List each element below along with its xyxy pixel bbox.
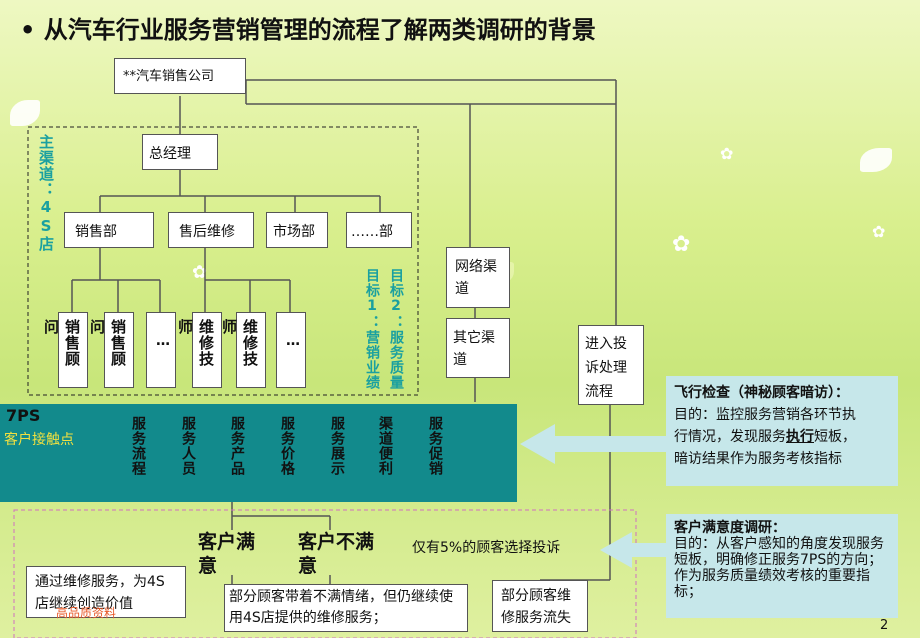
- ps7-title: 7PS: [6, 406, 41, 425]
- staff-tech-1: 维修技师: [176, 312, 222, 388]
- dept-other: ……部: [346, 212, 412, 248]
- ps7-subtitle: 客户接触点: [4, 432, 74, 448]
- ps7-item: 服务促销: [427, 416, 443, 476]
- page-number: 2: [880, 618, 889, 633]
- staff-sales-1: 销售顾问: [42, 312, 88, 388]
- audit-info-box: 飞行检查（神秘顾客暗访）： 目的：监控服务营销各环节执 行情况，发现服务执行短板…: [666, 376, 898, 486]
- survey-body: 目的：从客户感知的角度发现服务短板，明确修正服务7PS的方向；作为服务质量绩效考…: [674, 536, 884, 600]
- dept-service-label: 售后维修: [179, 224, 235, 240]
- staff-sales-more: …: [146, 312, 176, 388]
- survey-arrow: [600, 532, 666, 568]
- main-channel-label: 主渠道：4S店: [37, 134, 55, 252]
- complaint-label: 进入投诉处理流程: [585, 336, 627, 400]
- ps7-item: 服务流程: [130, 416, 146, 476]
- staff-sales-2: 销售顾问: [88, 312, 134, 388]
- page-title: • 从汽车行业服务营销管理的流程了解两类调研的背景: [20, 16, 596, 44]
- goal-2: 目标2：服务质量: [388, 268, 404, 390]
- flower-decoration: ✿: [720, 144, 734, 163]
- online-channel-box: 网络渠道: [446, 247, 510, 308]
- lost-box: 部分顾客维修服务流失: [492, 580, 588, 632]
- staff-tech-more: …: [276, 312, 306, 388]
- goal-1: 目标1：营销业绩: [364, 268, 380, 390]
- customer-unsatisfied: 客户不满意: [298, 531, 375, 577]
- dept-marketing: 市场部: [266, 212, 328, 248]
- survey-title: 客户满意度调研：: [674, 520, 786, 536]
- flower-decoration: ✿: [672, 232, 691, 257]
- customer-satisfied: 客户满意: [198, 531, 256, 577]
- lost-text: 部分顾客维修服务流失: [501, 588, 571, 626]
- online-channel-label: 网络渠道: [455, 259, 497, 297]
- audit-line-2-pre: 行情况，发现服务: [674, 429, 786, 445]
- staff-tech-2: 维修技师: [220, 312, 266, 388]
- value-text: 通过维修服务，为4S店继续创造价值: [35, 574, 165, 612]
- survey-info-box: 客户满意度调研： 目的：从客户感知的角度发现服务短板，明确修正服务7PS的方向；…: [666, 514, 898, 618]
- dept-other-label: ……部: [351, 224, 393, 240]
- company-label: **汽车销售公司: [123, 69, 215, 84]
- ps7-item: 服务价格: [279, 416, 295, 476]
- watermark: 高品质资料: [56, 606, 117, 620]
- company-box: **汽车销售公司: [114, 58, 246, 94]
- complaint-box: 进入投诉处理流程: [578, 325, 644, 405]
- feedback-region: [13, 509, 637, 638]
- dept-sales: 销售部: [64, 212, 154, 248]
- audit-line-2-post: 短板，: [814, 429, 856, 445]
- flower-decoration: ✿: [872, 222, 886, 241]
- dept-sales-label: 销售部: [75, 224, 117, 240]
- partial-text: 部分顾客带着不满情绪，但仍继续使用4S店提供的维修服务；: [229, 589, 453, 626]
- gm-box: 总经理: [142, 134, 218, 170]
- ps7-item: 渠道便利: [377, 416, 393, 476]
- other-channel-box: 其它渠道: [446, 318, 510, 378]
- other-channel-label: 其它渠道: [453, 330, 495, 368]
- gm-label: 总经理: [149, 146, 191, 162]
- audit-arrow: [520, 424, 666, 464]
- audit-line-2-link: 执行: [786, 429, 814, 445]
- ps7-items: 服务流程 服务人员 服务产品 服务价格 服务展示 渠道便利 服务促销: [102, 416, 472, 496]
- ps7-item: 服务人员: [180, 416, 196, 476]
- ps7-item: 服务展示: [329, 416, 345, 476]
- ps7-bar: [0, 404, 517, 502]
- complain-rate: 仅有5%的顾客选择投诉: [412, 540, 561, 556]
- flower-decoration: ✿: [192, 262, 208, 283]
- audit-title: 飞行检查（神秘顾客暗访）：: [674, 385, 849, 401]
- dept-marketing-label: 市场部: [273, 224, 315, 240]
- partial-box: 部分顾客带着不满情绪，但仍继续使用4S店提供的维修服务；: [224, 584, 468, 632]
- ps7-item: 服务产品: [229, 416, 245, 476]
- audit-line-3: 暗访结果作为服务考核指标: [674, 451, 842, 467]
- dept-service: 售后维修: [168, 212, 254, 248]
- audit-line-2: 行情况，发现服务执行短板，: [674, 426, 890, 448]
- value-box: 通过维修服务，为4S店继续创造价值: [26, 566, 186, 618]
- page-title-text: 从汽车行业服务营销管理的流程了解两类调研的背景: [43, 16, 596, 44]
- audit-line-1: 目的：监控服务营销各环节执: [674, 407, 856, 423]
